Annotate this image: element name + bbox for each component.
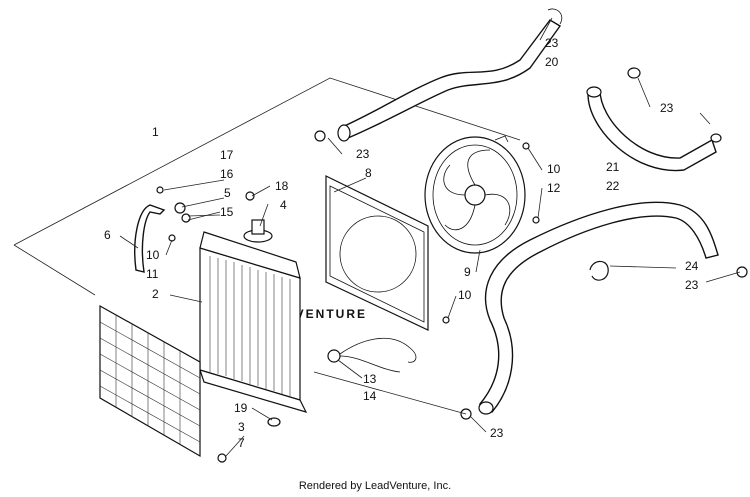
callouts: 1 17 16 5 15 18 4 6 10 11 2 23 20 23 23 … [104,36,699,450]
callout-15: 15 [220,205,234,219]
callout-12: 12 [547,181,561,195]
callout-21: 21 [606,160,620,174]
callout-11: 11 [146,267,159,281]
radiator-screen [99,304,201,458]
callout-23-bottom: 23 [490,426,504,440]
callout-18: 18 [275,179,289,193]
cooling-fan [424,135,526,254]
overflow-hose [134,204,166,273]
lower-hose [478,201,719,415]
callout-19: 19 [234,401,248,415]
callout-14: 14 [363,389,377,403]
leader-lines [119,17,741,457]
callout-10-right: 10 [547,162,561,176]
callout-7: 7 [238,436,245,450]
callout-8: 8 [365,166,372,180]
callout-17: 17 [220,148,234,162]
assembly-bracket [13,77,521,296]
callout-10-left: 10 [146,248,160,262]
callout-9: 9 [464,265,471,279]
callout-10-lower: 10 [458,288,472,302]
hose-clamp-24 [589,260,609,281]
callout-4: 4 [280,198,287,212]
callout-24: 24 [685,259,699,273]
callout-20: 20 [545,55,559,69]
hose-clamp-23-lower-right [736,266,748,278]
fan-shroud [325,175,429,331]
callout-3: 3 [238,420,245,434]
callout-2: 2 [152,287,159,301]
wiring-harness [327,337,417,373]
callout-13: 13 [363,372,377,386]
callout-5: 5 [224,186,231,200]
callout-23-lower-right: 23 [685,278,699,292]
callout-6: 6 [104,228,111,242]
callout-23-mid: 23 [356,147,370,161]
fasteners [156,130,540,463]
upper-hose [337,8,563,142]
callout-22: 22 [606,179,620,193]
hose-21 [586,67,722,172]
radiator [199,219,308,413]
callout-23-upper-right: 23 [660,101,674,115]
callout-1: 1 [152,125,159,139]
footer-credit: Rendered by LeadVenture, Inc. [298,480,452,492]
callout-23-top: 23 [545,36,559,50]
callout-16: 16 [220,167,234,181]
